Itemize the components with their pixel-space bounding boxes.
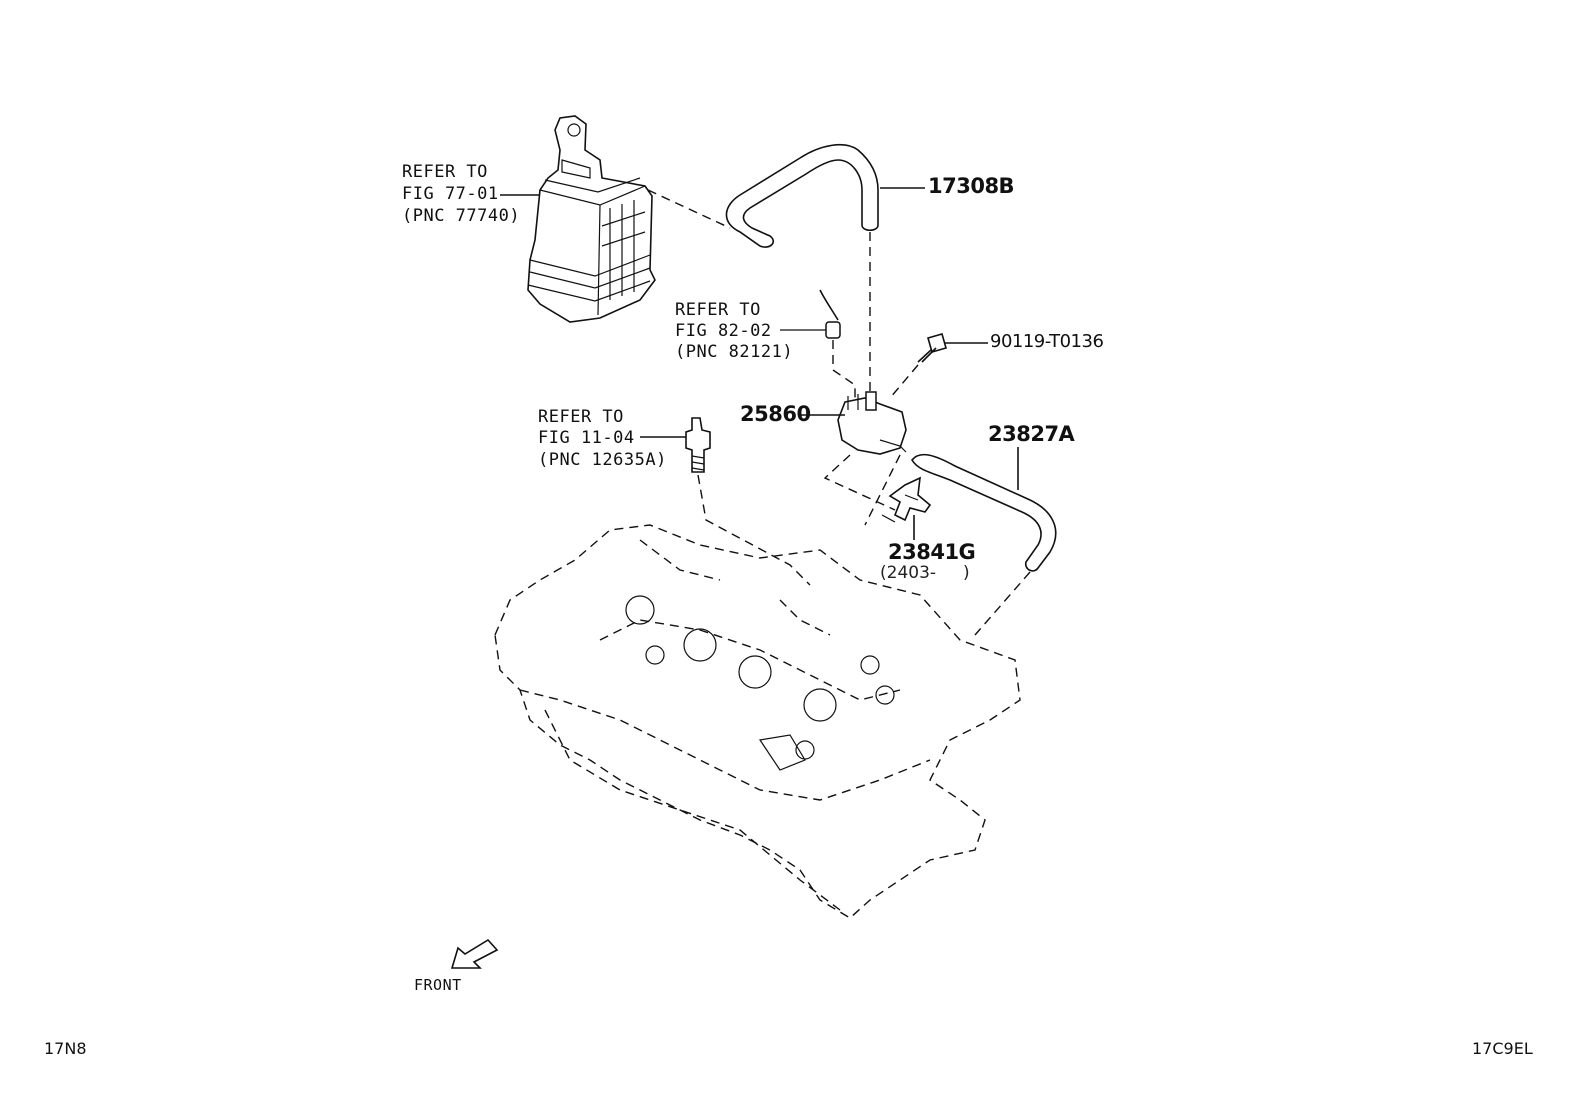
part-number-25860[interactable]: 25860 xyxy=(740,402,811,426)
sensor-ref-line2: FIG 82-02 xyxy=(675,321,772,341)
bolt-dash xyxy=(889,364,919,399)
clamp-date-note: (2403- ) xyxy=(880,563,970,583)
hose-23827a xyxy=(911,453,1057,572)
hose-17308b xyxy=(725,143,879,248)
canister-ref-line3: (PNC 77740) xyxy=(402,206,521,226)
front-arrow-icon xyxy=(450,938,499,969)
plug-12635a xyxy=(685,417,711,473)
part-number-23827a[interactable]: 23827A xyxy=(988,422,1075,446)
cylinder-head xyxy=(494,524,1021,919)
bolt-90119-t0136 xyxy=(917,333,947,363)
part-number-23841g[interactable]: 23841G xyxy=(888,540,976,564)
part-number-17308b[interactable]: 17308B xyxy=(928,174,1015,198)
plug-ref-line2: FIG 11-04 xyxy=(538,428,635,448)
clamp-23841g xyxy=(881,476,932,523)
sensor-ref-line1: REFER TO xyxy=(675,300,761,320)
charcoal-canister xyxy=(527,115,656,323)
hose-17308b-dash xyxy=(647,189,871,396)
footer-left-code: 17N8 xyxy=(44,1039,87,1058)
canister-ref-line2: FIG 77-01 xyxy=(402,184,499,204)
vsv-valve-25860 xyxy=(837,391,907,455)
hose-23827a-dash xyxy=(974,571,1031,636)
plug-ref-line3: (PNC 12635A) xyxy=(538,450,667,470)
part-number-bolt[interactable]: 90119-T0136 xyxy=(990,331,1104,352)
front-label: FRONT xyxy=(414,976,462,994)
canister-ref-line1: REFER TO xyxy=(402,162,488,182)
plug-ref-line1: REFER TO xyxy=(538,407,624,427)
sensor-ref-line3: (PNC 82121) xyxy=(675,342,794,362)
sensor-dash xyxy=(832,340,856,398)
footer-right-code: 17C9EL xyxy=(1472,1039,1533,1058)
valve-dash xyxy=(823,454,901,526)
sensor-connector xyxy=(819,289,841,339)
plug-dash xyxy=(697,474,811,586)
